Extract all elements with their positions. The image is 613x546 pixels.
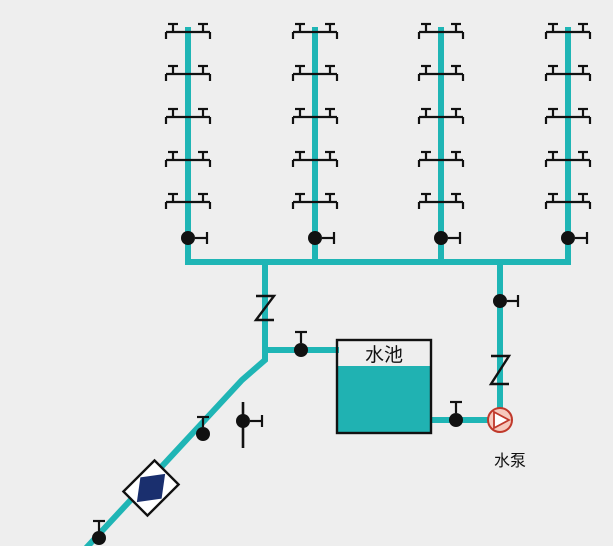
faucet-icon — [291, 107, 315, 124]
faucet-icon — [544, 107, 568, 124]
gate-valve-icon — [434, 231, 462, 245]
faucet-icon — [291, 150, 315, 167]
faucet-icon — [315, 22, 339, 39]
check-valve-icon — [488, 354, 512, 386]
gate-valve-icon — [181, 231, 209, 245]
faucet-icon — [441, 150, 465, 167]
faucet-icon — [315, 64, 339, 81]
faucet-icon — [291, 192, 315, 209]
faucet-icon — [568, 150, 592, 167]
faucet-icon — [417, 192, 441, 209]
gate-valve-icon — [236, 402, 264, 448]
faucet-icon — [544, 64, 568, 81]
faucet-icon — [544, 22, 568, 39]
water-tank: 水池 — [335, 338, 433, 435]
faucet-icon — [188, 64, 212, 81]
faucet-icon — [417, 150, 441, 167]
faucet-icon — [291, 64, 315, 81]
check-valve-icon — [253, 294, 277, 322]
faucet-icon — [417, 107, 441, 124]
faucet-icon — [164, 22, 188, 39]
tank-label: 水池 — [365, 344, 403, 366]
gate-valve-icon — [308, 231, 336, 245]
faucet-icon — [441, 64, 465, 81]
faucet-icon — [544, 192, 568, 209]
faucet-icon — [544, 150, 568, 167]
riser-valve-group — [181, 231, 589, 245]
faucet-group — [164, 22, 592, 209]
faucet-icon — [315, 107, 339, 124]
faucet-icon — [315, 150, 339, 167]
water-meter-icon — [121, 458, 181, 518]
faucet-icon — [315, 192, 339, 209]
pump-icon — [487, 407, 513, 433]
faucet-icon — [188, 192, 212, 209]
gate-valve-icon — [561, 231, 589, 245]
faucet-icon — [568, 107, 592, 124]
faucet-icon — [441, 22, 465, 39]
supply-branch-pipe — [83, 259, 268, 546]
faucet-icon — [291, 22, 315, 39]
faucet-icon — [188, 107, 212, 124]
faucet-icon — [164, 192, 188, 209]
gate-valve-icon — [449, 400, 463, 427]
gate-valve-icon — [493, 294, 520, 308]
gate-valve-icon — [294, 330, 308, 357]
pump-label: 水泵 — [494, 451, 526, 470]
faucet-icon — [188, 22, 212, 39]
gate-valve-icon — [196, 415, 210, 441]
faucet-icon — [164, 107, 188, 124]
faucet-icon — [417, 22, 441, 39]
gate-valve-icon — [92, 519, 106, 545]
faucet-icon — [568, 192, 592, 209]
faucet-icon — [164, 150, 188, 167]
faucet-icon — [441, 192, 465, 209]
faucet-icon — [441, 107, 465, 124]
pipe-network — [83, 27, 571, 546]
faucet-icon — [568, 64, 592, 81]
tank-water-level — [338, 366, 430, 432]
faucet-icon — [417, 64, 441, 81]
tank-outline — [335, 338, 433, 435]
faucet-icon — [188, 150, 212, 167]
faucet-icon — [568, 22, 592, 39]
faucet-icon — [164, 64, 188, 81]
